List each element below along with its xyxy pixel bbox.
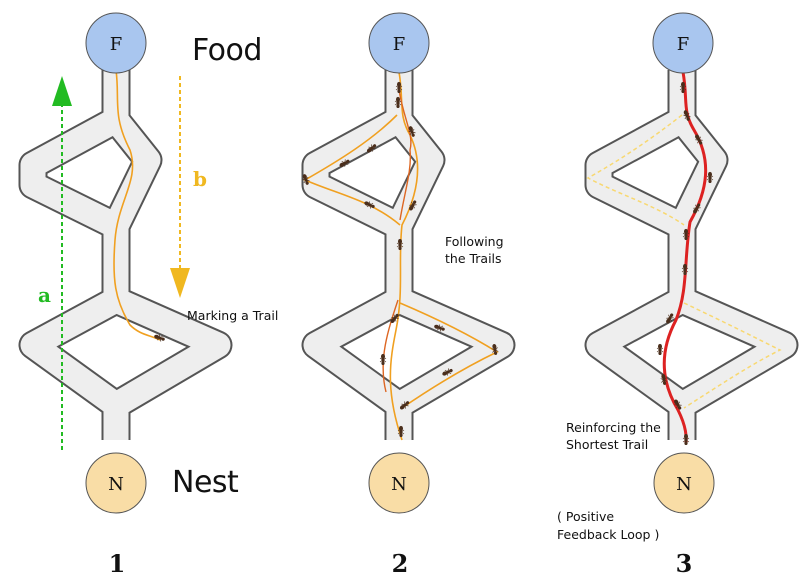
feedback-loop-label-line1: ( Positive [557, 509, 614, 524]
food-node [85, 12, 147, 74]
ant [379, 353, 387, 366]
nest-node-label: N [391, 474, 407, 495]
nest-node [85, 452, 147, 514]
nest-node [368, 452, 430, 514]
food-label: Food [192, 33, 262, 68]
pheromone-trail-2a [389, 71, 419, 441]
ant [656, 343, 664, 356]
nest-node-label: N [676, 474, 692, 495]
arrow-a [52, 76, 72, 450]
panel-3: Reinforcing the Shortest Trail ( Positiv… [557, 12, 784, 578]
panel-2-number: 2 [392, 549, 409, 578]
food-node-label: F [110, 34, 123, 55]
arrow-a-label: a [38, 283, 51, 307]
nest-label: Nest [172, 465, 239, 500]
marking-trail-label: Marking a Trail [187, 308, 278, 323]
pheromone-trail-2c [399, 302, 499, 409]
pheromone-trail-2e [382, 299, 399, 393]
reinforcing-label-line2: Shortest Trail [566, 437, 648, 452]
food-node-label: F [393, 34, 406, 55]
faded-trail-3a [586, 114, 685, 226]
food-node [652, 12, 714, 74]
panel-2: Following the Trails F N 2 [300, 12, 504, 578]
food-node-label: F [677, 34, 690, 55]
following-trails-label-line1: Following [445, 234, 504, 249]
arrow-b-label: b [193, 167, 207, 191]
faded-trail-3b [683, 302, 782, 409]
pheromone-trail-2d [398, 89, 412, 221]
panel-1: a b Marking a Trail F N Food Nest 1 [33, 12, 278, 578]
reinforcing-label-line1: Reinforcing the [566, 420, 661, 435]
pheromone-trail-1 [113, 69, 161, 341]
feedback-loop-label-line2: Feedback Loop ) [557, 527, 659, 542]
nest-node-label: N [108, 474, 124, 495]
following-trails-label-line2: the Trails [445, 251, 502, 266]
maze-corridor-1 [33, 70, 218, 440]
panel-3-number: 3 [676, 549, 693, 578]
arrow-b [170, 76, 190, 298]
panel-1-number: 1 [109, 549, 126, 578]
food-node [368, 12, 430, 74]
nest-node [653, 452, 715, 514]
